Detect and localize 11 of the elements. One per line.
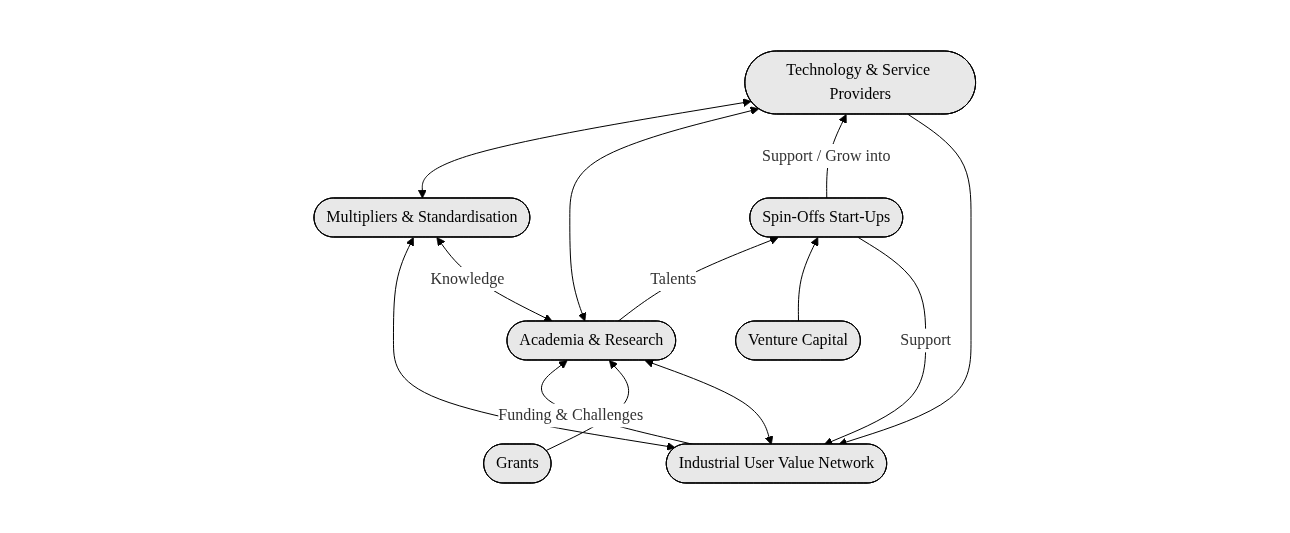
arrow: [617, 235, 779, 322]
arrow: [645, 358, 774, 445]
arrow: [569, 105, 760, 321]
edge-label: Support: [900, 330, 952, 348]
edge-label: Funding & Challenges: [498, 405, 644, 423]
edge-label: Support / Grow into: [762, 146, 891, 164]
arrow: [824, 236, 927, 445]
arrow: [798, 236, 819, 322]
edge-label: Talents: [650, 269, 697, 287]
edge-label: Knowledge: [430, 269, 505, 287]
arrow: [418, 97, 752, 198]
